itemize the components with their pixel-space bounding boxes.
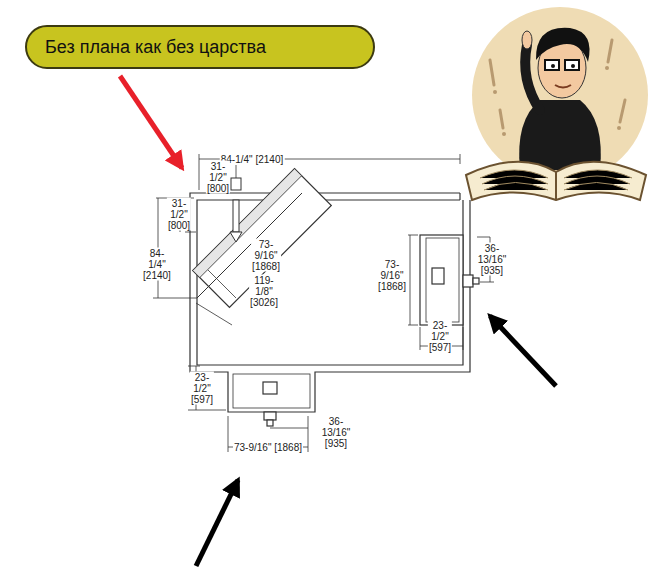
- dimension-lines: [153, 154, 494, 452]
- title-banner: Без плана как без царства: [25, 25, 375, 69]
- banner-text: Без плана как без царства: [45, 37, 266, 58]
- cartoon-reader: [466, 7, 648, 200]
- pointer-arrow: [490, 316, 556, 386]
- dimension-label: 31-1/2" [800]: [206, 161, 230, 194]
- dimension-label: 36-13/16" [935]: [321, 416, 352, 449]
- red-arrow: [120, 76, 182, 168]
- bottom-fixture: [233, 374, 310, 426]
- right-fixture: [420, 235, 479, 325]
- dimension-label: 73-9/16" [1868]: [233, 442, 303, 453]
- dimension-label: 84-1/4" [2140]: [142, 248, 172, 281]
- dimension-label: 119-1/8" [3026]: [249, 275, 279, 308]
- dimension-label: 31-1/2" [800]: [167, 198, 191, 231]
- dimension-label: 73-9/16" [1868]: [377, 259, 407, 292]
- dimension-label: 23-1/2" [597]: [428, 320, 452, 353]
- dimension-label: 36-13/16" [935]: [477, 243, 508, 276]
- pointer-arrow: [196, 480, 238, 566]
- dimension-label: 23-1/2" [597]: [190, 372, 214, 405]
- dimension-label: 73-9/16" [1868]: [251, 239, 281, 272]
